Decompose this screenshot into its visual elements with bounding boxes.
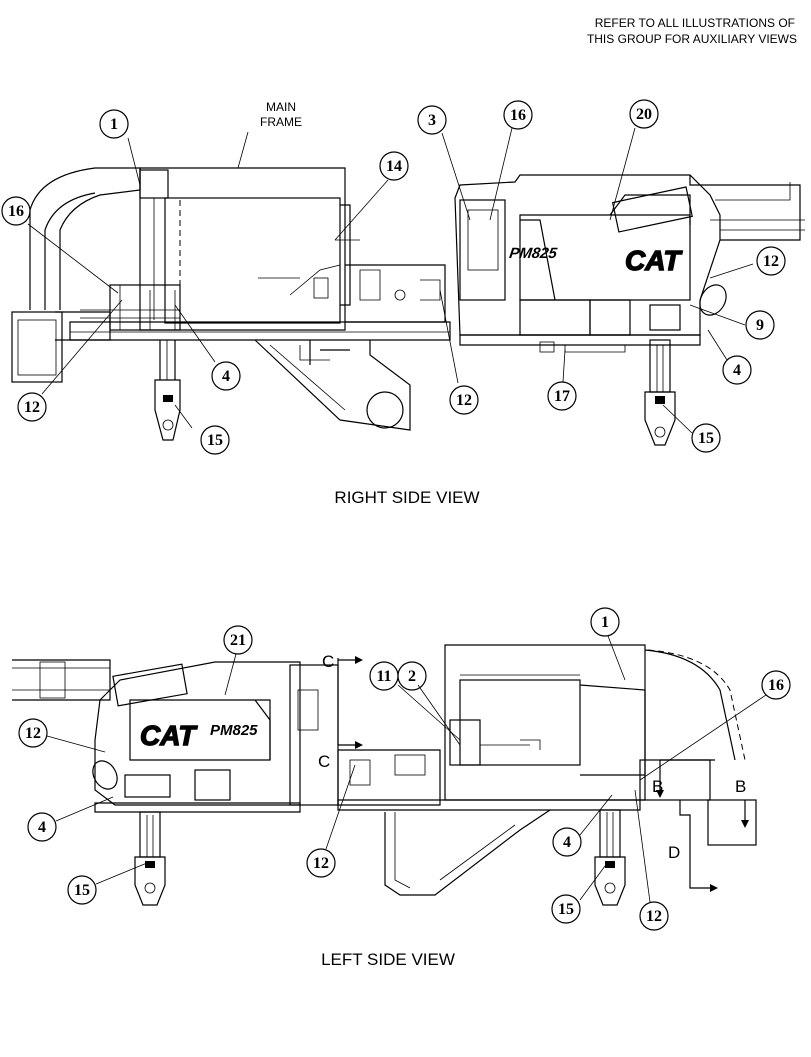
svg-text:11: 11 <box>376 668 391 685</box>
section-b-left: B <box>652 777 663 796</box>
svg-text:17: 17 <box>554 388 570 405</box>
svg-text:4: 4 <box>563 834 571 851</box>
svg-text:21: 21 <box>230 632 246 649</box>
right-side-drawing: PM825 CAT <box>11 167 805 446</box>
callout-r12b: 12 <box>449 385 479 415</box>
callout-r4a: 4 <box>211 361 241 391</box>
left-brand-decal: CAT <box>140 720 198 751</box>
svg-text:15: 15 <box>74 882 90 899</box>
callout-r3: 3 <box>417 105 447 135</box>
callout-r14: 14 <box>379 151 409 181</box>
header-note-line1: REFER TO ALL ILLUSTRATIONS OF <box>595 16 795 30</box>
callout-l11: 11 <box>369 661 399 691</box>
callout-r15b: 15 <box>691 423 721 453</box>
callout-l4b: 4 <box>552 827 582 857</box>
header-note-line2: THIS GROUP FOR AUXILIARY VIEWS <box>587 32 797 46</box>
svg-text:15: 15 <box>207 432 223 449</box>
left-side-drawing: CAT PM825 <box>12 644 757 906</box>
section-markers: C C B B D <box>318 652 749 892</box>
svg-text:12: 12 <box>456 392 472 409</box>
svg-text:16: 16 <box>768 677 784 694</box>
callout-r9: 9 <box>745 310 775 340</box>
svg-text:12: 12 <box>313 855 329 872</box>
callout-r12c: 12 <box>756 246 786 276</box>
callout-l1: 1 <box>590 607 620 637</box>
svg-text:3: 3 <box>428 112 436 129</box>
left-leader-lines <box>46 635 767 903</box>
callout-l15b: 15 <box>551 894 581 924</box>
svg-text:14: 14 <box>386 158 402 175</box>
callout-l12c: 12 <box>639 901 669 931</box>
callout-l15a: 15 <box>67 875 97 905</box>
section-b-right: B <box>735 777 746 796</box>
svg-text:4: 4 <box>222 368 230 385</box>
svg-text:9: 9 <box>756 317 764 334</box>
svg-text:2: 2 <box>408 668 416 685</box>
main-frame-label-1: MAIN <box>266 100 296 114</box>
section-c-bottom: C <box>318 752 330 771</box>
callout-r16b: 16 <box>1 196 31 226</box>
svg-text:15: 15 <box>558 901 574 918</box>
left-model-decal: PM825 <box>210 722 258 739</box>
main-frame-label-2: FRAME <box>260 115 302 129</box>
callout-r4b: 4 <box>722 355 752 385</box>
svg-text:15: 15 <box>698 430 714 447</box>
right-side-view-title: RIGHT SIDE VIEW <box>334 488 479 507</box>
callout-l12b: 12 <box>306 848 336 878</box>
callout-l2: 2 <box>397 661 427 691</box>
callout-r16a: 16 <box>503 100 533 130</box>
svg-text:4: 4 <box>733 362 741 379</box>
right-model-decal: PM825 <box>508 245 558 262</box>
svg-text:1: 1 <box>110 116 118 133</box>
callout-l16: 16 <box>761 670 791 700</box>
left-side-view-title: LEFT SIDE VIEW <box>321 950 455 969</box>
callout-r1: 1 <box>99 109 129 139</box>
svg-text:16: 16 <box>8 203 24 220</box>
svg-text:4: 4 <box>38 819 46 836</box>
svg-text:12: 12 <box>646 908 662 925</box>
section-c-top: C <box>322 652 334 671</box>
left-callouts: 21 1 11 2 16 12 4 15 12 4 15 12 <box>18 607 791 931</box>
callout-l12a: 12 <box>18 718 48 748</box>
callout-l21: 21 <box>223 625 253 655</box>
callout-r17: 17 <box>547 381 577 411</box>
callout-l4a: 4 <box>27 812 57 842</box>
right-callouts: 1 3 16 20 14 16 12 4 15 12 17 12 9 4 15 <box>1 99 786 455</box>
svg-text:12: 12 <box>24 399 40 416</box>
section-d: D <box>668 843 680 862</box>
svg-text:16: 16 <box>510 107 526 124</box>
callout-r20: 20 <box>629 99 659 129</box>
svg-text:1: 1 <box>601 614 609 631</box>
svg-text:20: 20 <box>636 106 652 123</box>
right-leader-lines <box>27 127 754 434</box>
right-brand-decal: CAT <box>625 245 683 276</box>
callout-r12a: 12 <box>17 392 47 422</box>
svg-text:12: 12 <box>25 725 41 742</box>
callout-r15a: 15 <box>200 425 230 455</box>
svg-text:12: 12 <box>763 253 779 270</box>
